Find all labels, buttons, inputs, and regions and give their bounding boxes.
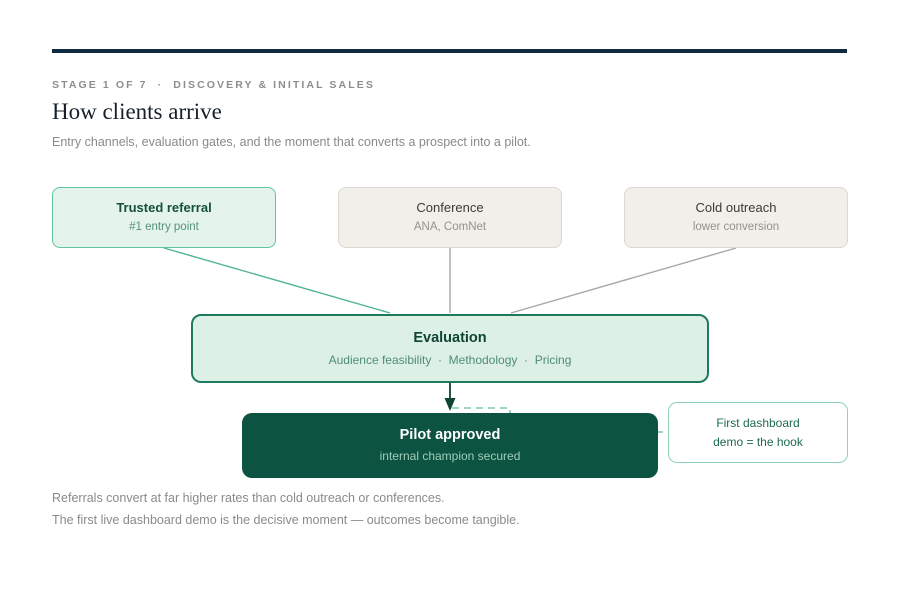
node-subtitle: #1 entry point xyxy=(129,221,199,234)
node-cold-outreach[interactable]: Cold outreach lower conversion xyxy=(624,187,848,248)
node-subtitle: ANA, ComNet xyxy=(413,221,487,234)
node-title: First dashboard xyxy=(716,415,800,430)
edge-cold-outreach-to-evaluation xyxy=(510,247,737,314)
node-conference[interactable]: Conference ANA, ComNet xyxy=(338,187,562,248)
footnote: The first live dashboard demo is the dec… xyxy=(52,513,520,527)
arrowhead-icon xyxy=(444,398,456,411)
stage-eyebrow: STAGE 1 OF 7 · DISCOVERY & INITIAL SALES xyxy=(52,79,375,91)
node-trusted-referral[interactable]: Trusted referral #1 entry point xyxy=(52,187,276,248)
footnote: Referrals convert at far higher rates th… xyxy=(52,491,445,505)
node-subtitle: demo = the hook xyxy=(713,434,803,449)
node-evaluation[interactable]: Evaluation Audience feasibility · Method… xyxy=(191,314,709,383)
node-title: Pilot approved xyxy=(399,427,501,444)
node-criteria: Audience feasibility · Methodology · Pri… xyxy=(328,352,572,367)
node-pilot-approved[interactable]: Pilot approved internal champion secured xyxy=(242,413,658,478)
node-subtitle: lower conversion xyxy=(692,221,780,234)
edge-referral-to-evaluation xyxy=(163,247,391,314)
node-title: Cold outreach xyxy=(695,199,777,215)
node-title: Conference xyxy=(416,199,484,215)
node-first-dashboard[interactable]: First dashboard demo = the hook xyxy=(668,402,848,463)
page-title: How clients arrive xyxy=(52,99,222,124)
node-title: Evaluation xyxy=(413,329,487,346)
node-title: Trusted referral xyxy=(116,199,212,215)
node-subtitle: internal champion secured xyxy=(379,449,521,464)
page-subtitle: Entry channels, evaluation gates, and th… xyxy=(52,135,531,149)
header-rule xyxy=(52,49,847,53)
